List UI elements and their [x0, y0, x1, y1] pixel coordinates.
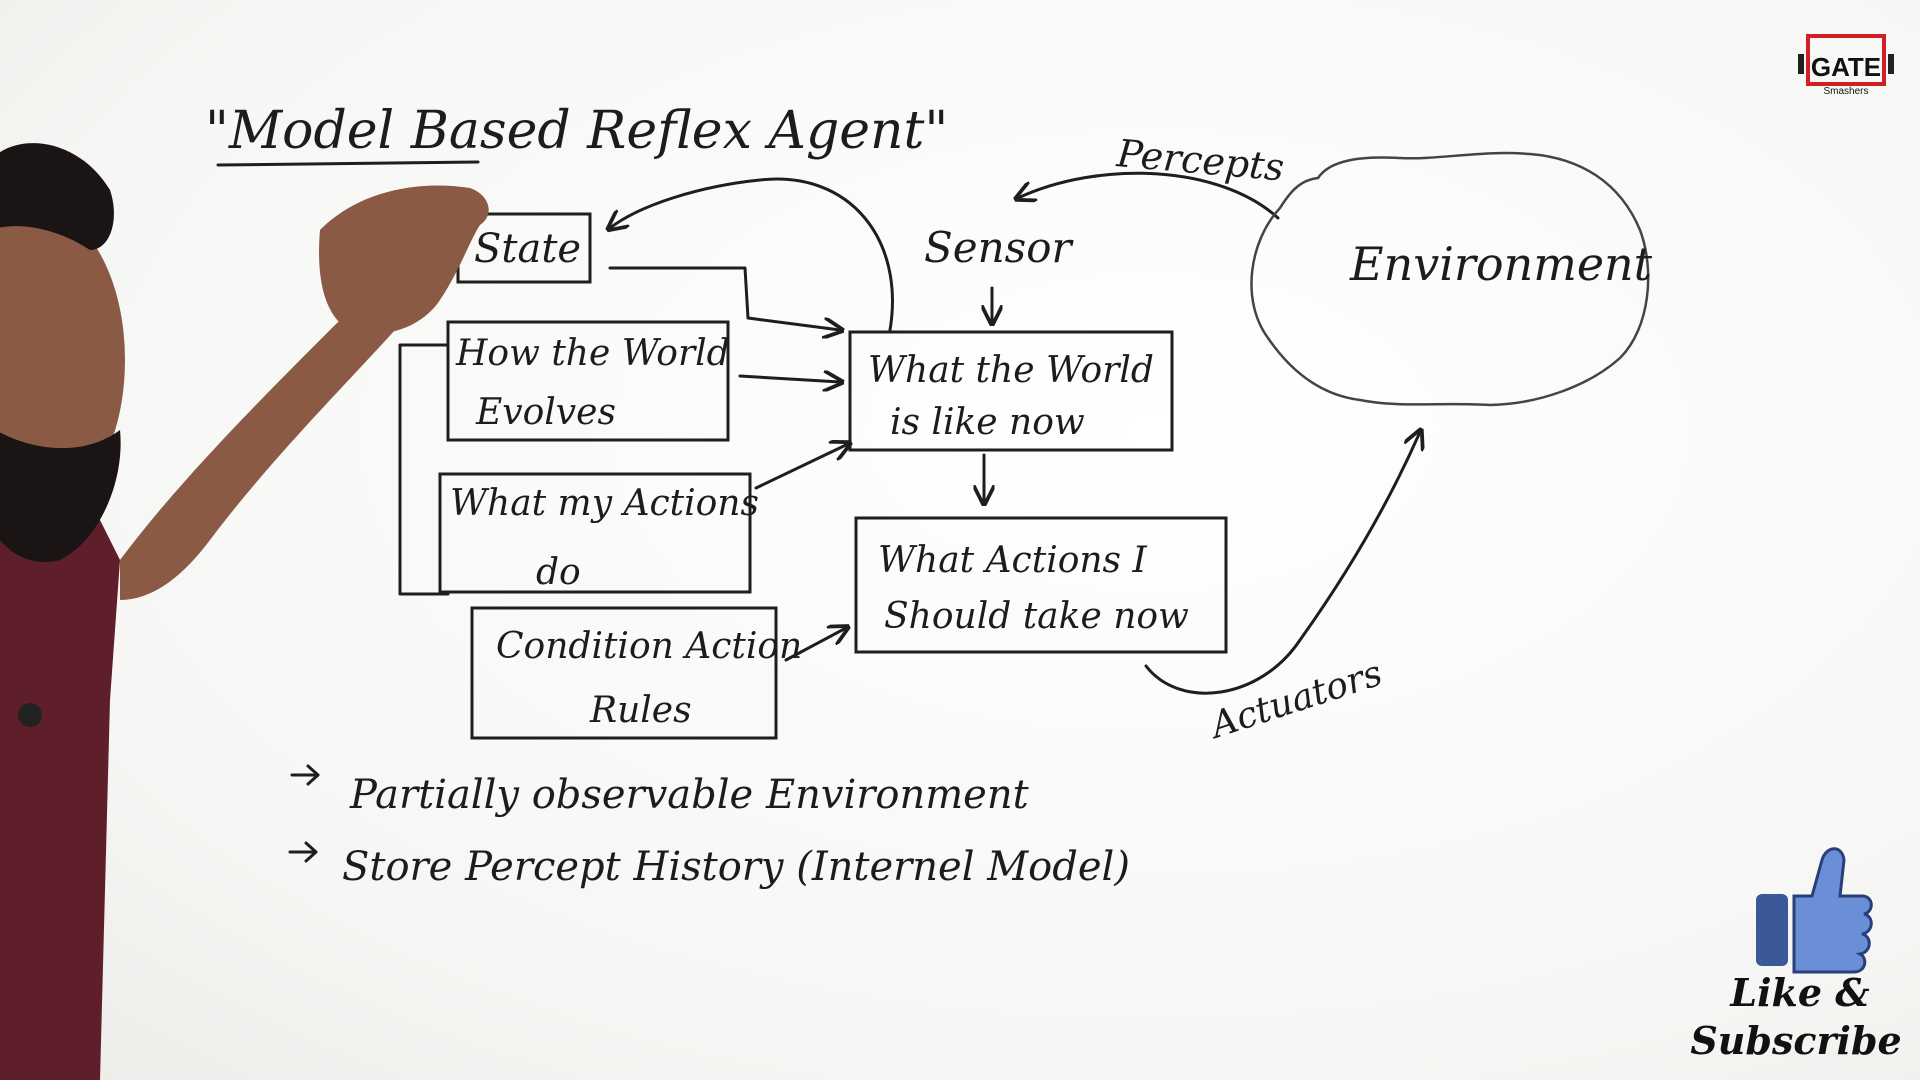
logo-subtext: Smashers [1823, 86, 1868, 97]
evolves-to-world-arrow [738, 376, 840, 382]
state-label: State [474, 226, 581, 272]
actuators-arrow [1144, 432, 1420, 695]
gate-smashers-logo: GATE Smashers [1798, 34, 1894, 97]
note1-text: Partially observable Environment [349, 772, 1030, 818]
left-bracket [398, 343, 450, 596]
world-now-line2: is like now [890, 402, 1085, 443]
what-actions-do-line2: do [536, 552, 581, 593]
condition-rules-box [470, 606, 778, 740]
diagram-title: "Model Based Reflex Agent" [205, 101, 948, 161]
actions-take-line1: What Actions I [878, 540, 1147, 581]
logo-text: GATE [1811, 52, 1881, 82]
environment-cloud [1250, 151, 1650, 407]
environment-label: Environment [1349, 237, 1653, 291]
world-now-box [848, 330, 1174, 452]
what-actions-do-box [438, 472, 752, 594]
percepts-label: Percepts [1114, 131, 1286, 190]
presenter-arm [120, 296, 400, 600]
actions-to-world-arrow [754, 444, 848, 490]
presenter-hair [0, 143, 114, 250]
rules-to-actions-arrow [784, 628, 846, 662]
subscribe-text: Subscribe [1690, 1018, 1901, 1063]
presenter-shirt [0, 500, 120, 1080]
presenter-beard [0, 430, 121, 562]
like-subscribe-badge: Like & Subscribe [1690, 847, 1902, 1063]
logo-bar-right [1888, 54, 1894, 74]
note2-text: Store Percept History (Internel Model) [342, 844, 1130, 890]
how-world-evolves-line1: How the World [455, 333, 730, 374]
how-world-evolves-line2: Evolves [475, 392, 616, 433]
feedback-arrow-to-state [610, 177, 894, 332]
what-actions-do-line1: What my Actions [450, 483, 759, 524]
presenter-hand [319, 185, 489, 334]
world-now-line1: What the World [868, 350, 1154, 391]
condition-rules-line2: Rules [589, 690, 692, 731]
note2-bullet-arrow [288, 841, 318, 863]
percepts-arrow [1018, 171, 1280, 220]
like-text: Like & [1729, 970, 1869, 1015]
presenter [0, 143, 489, 1080]
actuators-label: Actuators [1203, 653, 1387, 748]
thumb-cuff [1756, 894, 1788, 966]
how-world-evolves-box [446, 320, 730, 442]
presenter-face [0, 210, 125, 510]
lapel-microphone [18, 703, 42, 727]
state-to-world-arrow [608, 266, 840, 330]
sensor-label: Sensor [924, 223, 1075, 272]
condition-rules-line1: Condition Action [496, 626, 802, 667]
note1-bullet-arrow [290, 764, 320, 786]
thumbs-up-icon [1792, 847, 1873, 974]
actions-take-box [854, 516, 1228, 654]
actions-take-line2: Should take now [884, 596, 1189, 637]
title-underline [216, 160, 480, 167]
logo-frame [1806, 34, 1886, 86]
logo-bar-left [1798, 54, 1804, 74]
